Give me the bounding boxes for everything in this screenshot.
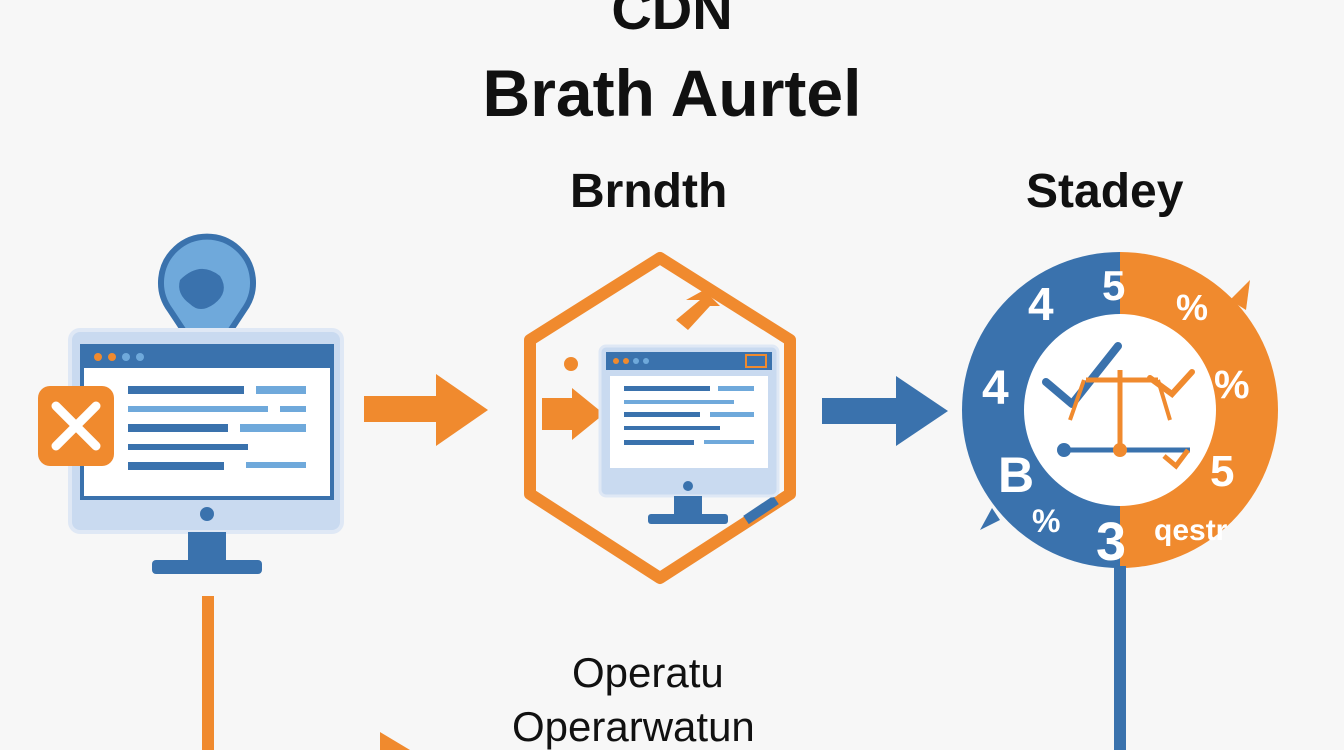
dial-label: 4 [982,362,1009,415]
dial-label: 5 [1102,262,1125,309]
strategy-dial-icon: 4 5 % 4 % B 5 % 3 qestr [962,252,1278,572]
close-icon [38,386,114,466]
dial-label: % [1214,363,1250,407]
diagram-title: Brath Aurtel [482,56,862,130]
dial-label: 3 [1096,512,1126,572]
step-label-bandwidth: Brndth [570,165,728,218]
diagram-title-top: CDN [611,0,733,41]
origin-monitor-icon [38,233,344,574]
dial-label: 5 [1210,447,1234,496]
step-label-strategy: Stadey [1026,165,1184,218]
bottom-label: Operarwatun [512,703,755,750]
arrow-right-icon [364,374,488,446]
globe-pin-icon [158,233,256,372]
dial-label: qestr [1154,514,1228,547]
bottom-label: Operatu [572,649,724,696]
check-icon [1042,342,1122,408]
dial-label: B [998,447,1034,503]
dial-label: % [1032,503,1060,539]
bandwidth-node-icon [524,252,796,584]
connector-line [202,566,1126,750]
dial-label: % [1176,287,1208,328]
arrow-right-icon [822,376,948,446]
dial-label: 4 [1028,278,1054,330]
